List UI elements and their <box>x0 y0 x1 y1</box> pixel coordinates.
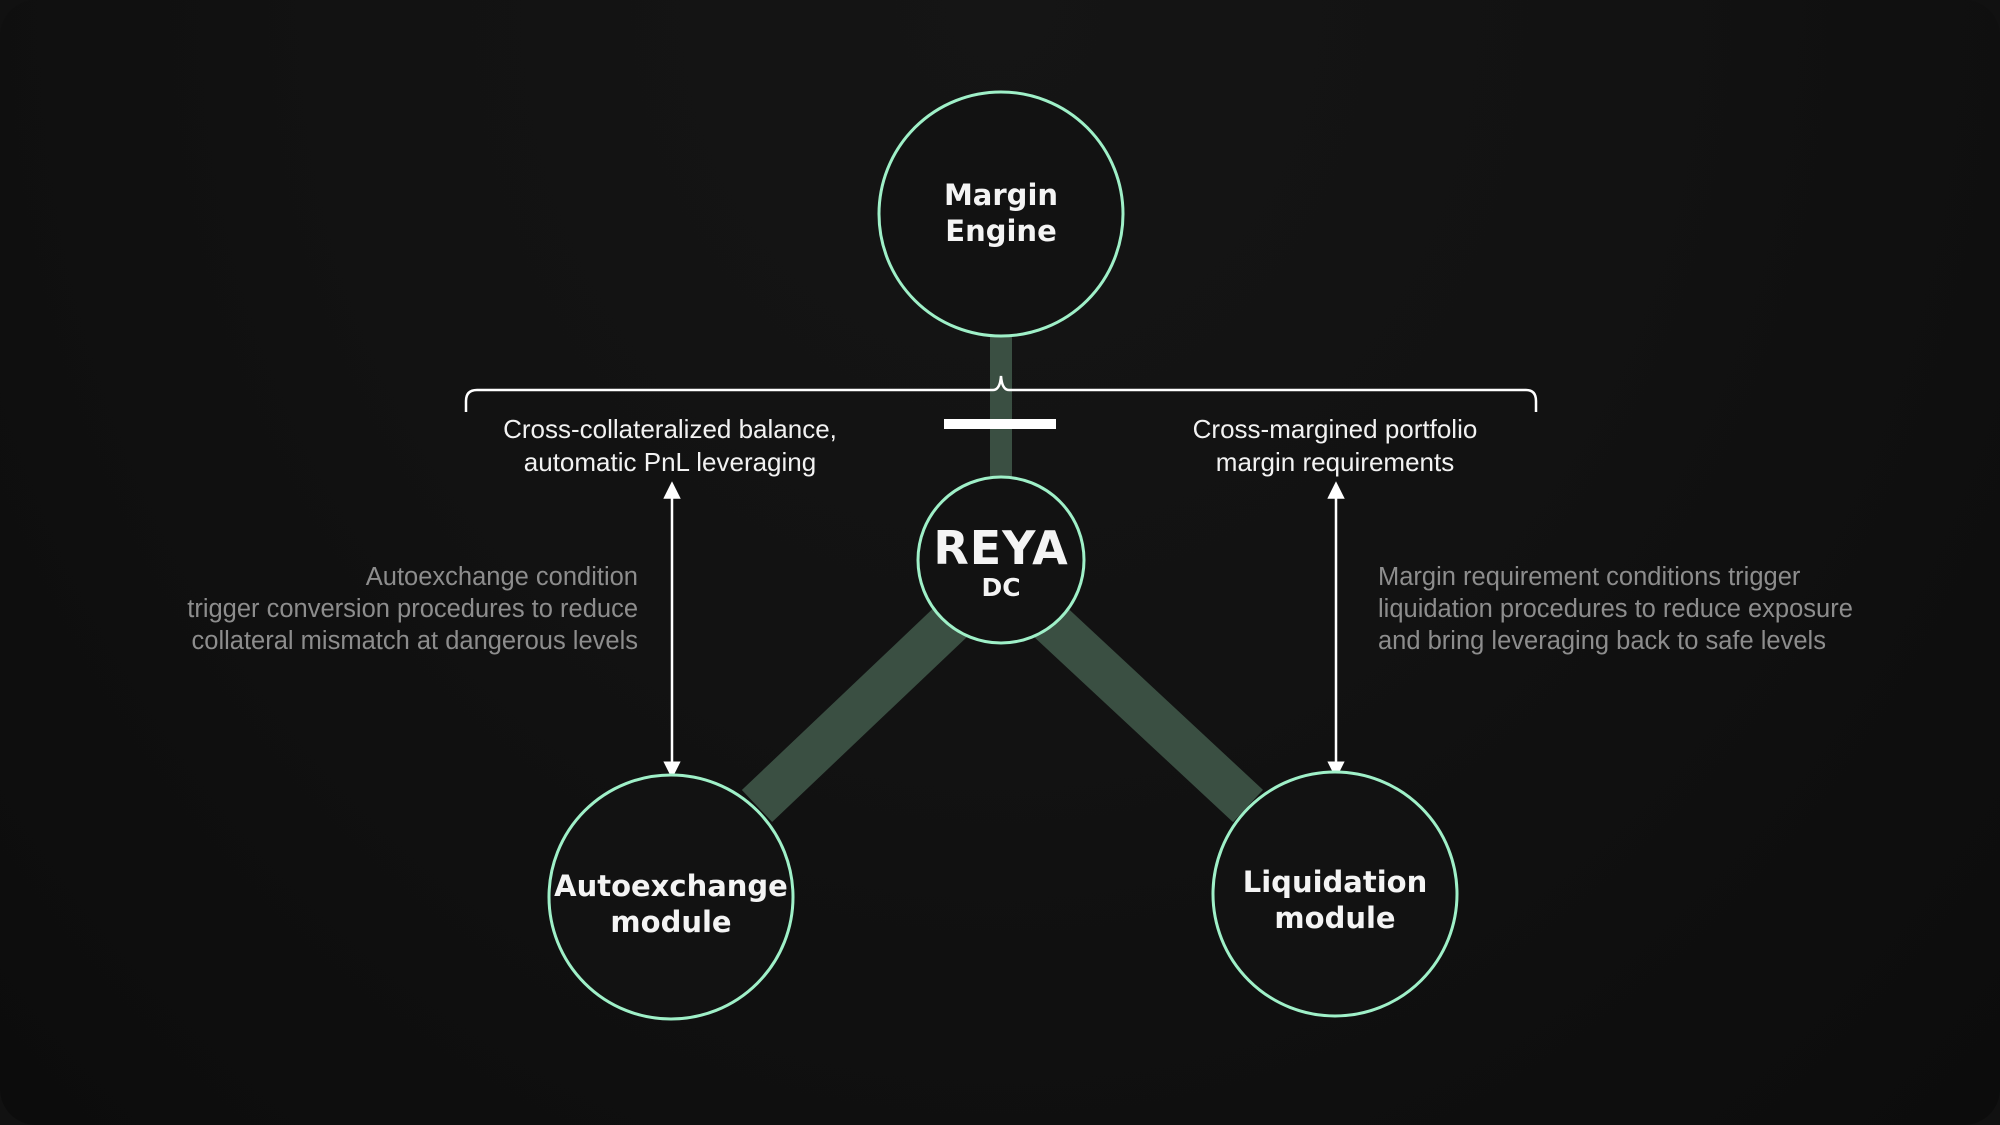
connector-right <box>1031 601 1263 823</box>
margin-engine-node <box>877 90 1125 338</box>
reya-title: REYA <box>933 521 1069 575</box>
brace-bracket <box>464 375 1538 412</box>
liquidation-label: Liquidation module <box>1242 865 1428 935</box>
autoexchange-label: Autoexchange module <box>554 869 788 939</box>
reya-subtitle: DC <box>981 573 1021 602</box>
connector-left <box>741 602 971 822</box>
left-note: Autoexchange condition trigger conversio… <box>187 563 638 655</box>
liquidation-node <box>1211 770 1459 1018</box>
left-caption: Cross-collateralized balance, automatic … <box>503 414 837 477</box>
autoexchange-node <box>547 773 795 1021</box>
reya-dc-node <box>916 475 1086 645</box>
right-note: Margin requirement conditions trigger li… <box>1378 563 1853 655</box>
margin-engine-label: Margin Engine <box>943 178 1059 248</box>
separator-bar <box>944 419 1056 429</box>
right-caption: Cross-margined portfolio margin requirem… <box>1192 414 1478 477</box>
